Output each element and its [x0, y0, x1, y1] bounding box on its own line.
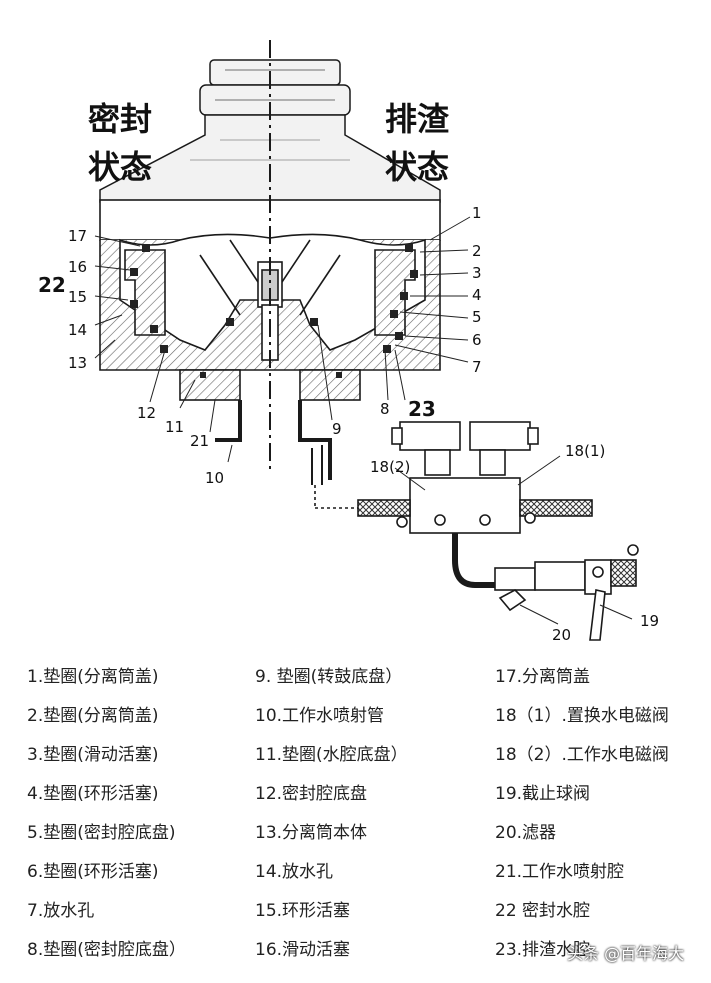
legend-item: 18（1）.置换水电磁阀 [495, 706, 669, 726]
legend-item: 8.垫圈(密封腔底盘） [27, 940, 186, 960]
callout-13: 13 [68, 354, 87, 372]
legend-item: 21.工作水喷射腔 [495, 862, 625, 882]
legend-item: 15.环形活塞 [255, 901, 351, 921]
callout-18-1: 18(1) [565, 442, 605, 460]
state-right-line2: 状态 [385, 148, 449, 186]
callout-8: 8 [380, 400, 390, 418]
legend-item: 22 密封水腔 [495, 901, 591, 921]
legend-item: 1.垫圈(分离筒盖) [27, 667, 159, 687]
legend-item: 4.垫圈(环形活塞) [27, 784, 159, 804]
legend-item: 10.工作水喷射管 [255, 706, 385, 726]
legend-item: 19.截止球阀 [495, 784, 591, 804]
state-labels: 密封 状态 排渣 状态 [88, 100, 450, 186]
legend-item: 16.滑动活塞 [255, 940, 351, 960]
state-right-line1: 排渣 [385, 100, 450, 138]
state-left-line1: 密封 [88, 100, 152, 138]
callout-18-2: 18(2) [370, 458, 410, 476]
valve-assembly [314, 421, 639, 641]
legend-item: 7.放水孔 [27, 901, 95, 921]
callout-21: 21 [190, 432, 209, 450]
callout-23: 23 [408, 397, 436, 421]
legend-item: 11.垫圈(水腔底盘） [255, 745, 408, 765]
callout-19: 19 [640, 612, 659, 630]
legend-item: 3.垫圈(滑动活塞) [27, 745, 159, 765]
legend-item: 14.放水孔 [255, 862, 334, 882]
callout-9: 9 [332, 420, 342, 438]
callout-6: 6 [472, 331, 482, 349]
legend-item: 6.垫圈(环形活塞) [27, 862, 159, 882]
legend-item: 9. 垫圈(转鼓底盘） [255, 667, 403, 687]
callout-20: 20 [552, 626, 571, 644]
callout-16: 16 [68, 258, 87, 276]
parts-legend: 1.垫圈(分离筒盖) 2.垫圈(分离筒盖) 3.垫圈(滑动活塞) 4.垫圈(环形… [0, 650, 711, 970]
callout-4: 4 [472, 286, 482, 304]
callout-7: 7 [472, 358, 482, 376]
legend-item: 18（2）.工作水电磁阀 [495, 745, 669, 765]
callout-10: 10 [205, 469, 224, 487]
callout-17: 17 [68, 227, 87, 245]
callout-14: 14 [68, 321, 87, 339]
leader-lines [94, 216, 633, 625]
callout-numbers: 1 2 3 4 5 6 7 8 9 10 11 12 13 14 15 16 1… [38, 204, 659, 644]
callout-15: 15 [68, 288, 87, 306]
callout-22: 22 [38, 273, 66, 297]
gaskets [130, 244, 418, 378]
callout-3: 3 [472, 264, 482, 282]
callout-2: 2 [472, 242, 482, 260]
callout-11: 11 [165, 418, 184, 436]
legend-item: 2.垫圈(分离筒盖) [27, 706, 159, 726]
legend-item: 20.滤器 [495, 823, 557, 843]
legend-item: 17.分离筒盖 [495, 667, 591, 687]
callout-12: 12 [137, 404, 156, 422]
callout-5: 5 [472, 308, 482, 326]
legend-item: 23.排渣水腔 [495, 940, 591, 960]
separator-diagram: 密封 状态 排渣 状态 [38, 40, 659, 644]
watermark: 头条 @百年海大 [567, 944, 685, 963]
callout-1: 1 [472, 204, 482, 222]
state-left-line2: 状态 [88, 148, 152, 186]
legend-item: 12.密封腔底盘 [255, 784, 368, 804]
legend-item: 13.分离筒本体 [255, 823, 368, 843]
legend-item: 5.垫圈(密封腔底盘) [27, 823, 176, 843]
